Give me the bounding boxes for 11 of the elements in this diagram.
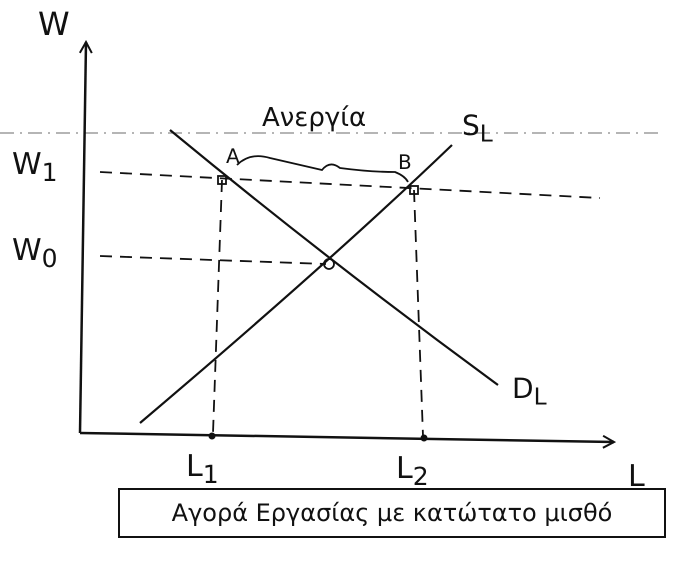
curve-label: S$_{L}$: [462, 112, 493, 146]
tick-label: L$_{1}$: [186, 452, 219, 487]
tick-label: L$_{2}$: [396, 454, 429, 489]
axis-title: W: [38, 8, 70, 40]
curve-label: D$_{L}$: [512, 375, 547, 409]
point-label: B: [398, 152, 412, 172]
point-label: A: [226, 146, 240, 166]
annotation-label: Ανεργία: [262, 105, 366, 131]
tick-label: W$_{1}$: [12, 150, 58, 185]
caption: Αγορά Εργασίας με κατώτατο μισθό: [118, 488, 666, 538]
tick-label: W$_{0}$: [12, 236, 58, 271]
